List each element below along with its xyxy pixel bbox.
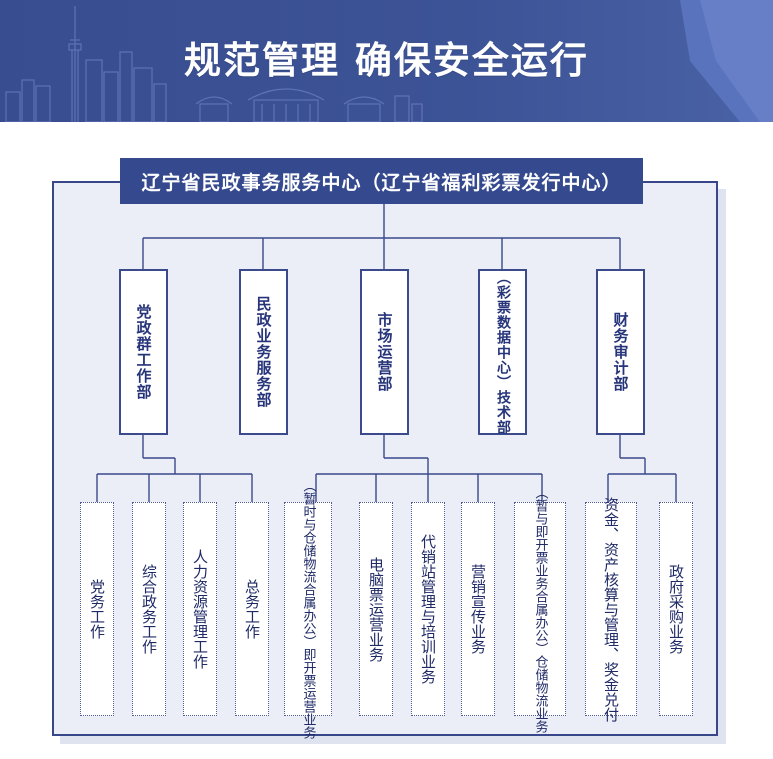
duty-label: 电脑票运营业务 — [367, 556, 385, 662]
duty-label: （暂与即开票业务合属办公）仓储物流业务 — [532, 485, 548, 733]
duty-instant-ticket-operations: （暂时与仓储物流合属办公）即开票运营业务 — [284, 479, 332, 739]
page-title: 规范管理 确保安全运行 — [184, 39, 589, 82]
root-node-label: 辽宁省民政事务服务中心（辽宁省福利彩票发行中心） — [141, 171, 622, 194]
duty-party-work: 党务工作 — [80, 502, 114, 716]
duty-label: 资金、资产核算与管理、奖金兑付 — [602, 496, 620, 722]
duty-marketing-promotion: 营销宣传业务 — [461, 502, 495, 716]
duty-label: 代销站管理与培训业务 — [419, 534, 437, 684]
dept-label: 财务审计部 — [611, 312, 630, 392]
duty-label: 综合政务工作 — [140, 564, 158, 654]
duty-label: 总务工作 — [243, 579, 261, 639]
duty-label: 政府采购业务 — [667, 564, 685, 654]
dept-market-operations: 市场运营部 — [360, 269, 409, 435]
dept-party-affairs: 党政群工作部 — [119, 269, 168, 435]
dept-label: （彩票数据中心）技术部 — [495, 269, 511, 435]
duty-funds-assets-accounting: 资金、资产核算与管理、奖金兑付 — [585, 497, 637, 722]
dept-label: 民政业务服务部 — [254, 296, 273, 408]
duty-label: 人力资源管理工作 — [191, 549, 209, 669]
duty-label: 营销宣传业务 — [469, 564, 487, 654]
dept-technology: （彩票数据中心）技术部 — [478, 269, 527, 435]
duty-label: （暂时与仓储物流合属办公）即开票运营业务 — [300, 479, 316, 739]
header-banner: 规范管理 确保安全运行 — [0, 0, 773, 122]
duty-computer-ticket-operations: 电脑票运营业务 — [359, 502, 393, 716]
duty-government-procurement: 政府采购业务 — [659, 502, 693, 716]
duty-outlet-management-training: 代销站管理与培训业务 — [411, 502, 445, 716]
duty-general-affairs: 总务工作 — [235, 502, 269, 716]
dept-finance-audit: 财务审计部 — [596, 269, 645, 435]
duty-label: 党务工作 — [88, 579, 106, 639]
duty-general-administration: 综合政务工作 — [132, 502, 166, 716]
dept-label: 党政群工作部 — [134, 304, 153, 400]
root-node: 辽宁省民政事务服务中心（辽宁省福利彩票发行中心） — [120, 158, 643, 204]
duty-human-resources: 人力资源管理工作 — [183, 502, 217, 716]
dept-label: 市场运营部 — [375, 312, 394, 392]
dept-civil-affairs-service: 民政业务服务部 — [239, 269, 288, 435]
duty-warehouse-logistics: （暂与即开票业务合属办公）仓储物流业务 — [514, 486, 566, 733]
city-skyline-illustration — [5, 0, 773, 122]
